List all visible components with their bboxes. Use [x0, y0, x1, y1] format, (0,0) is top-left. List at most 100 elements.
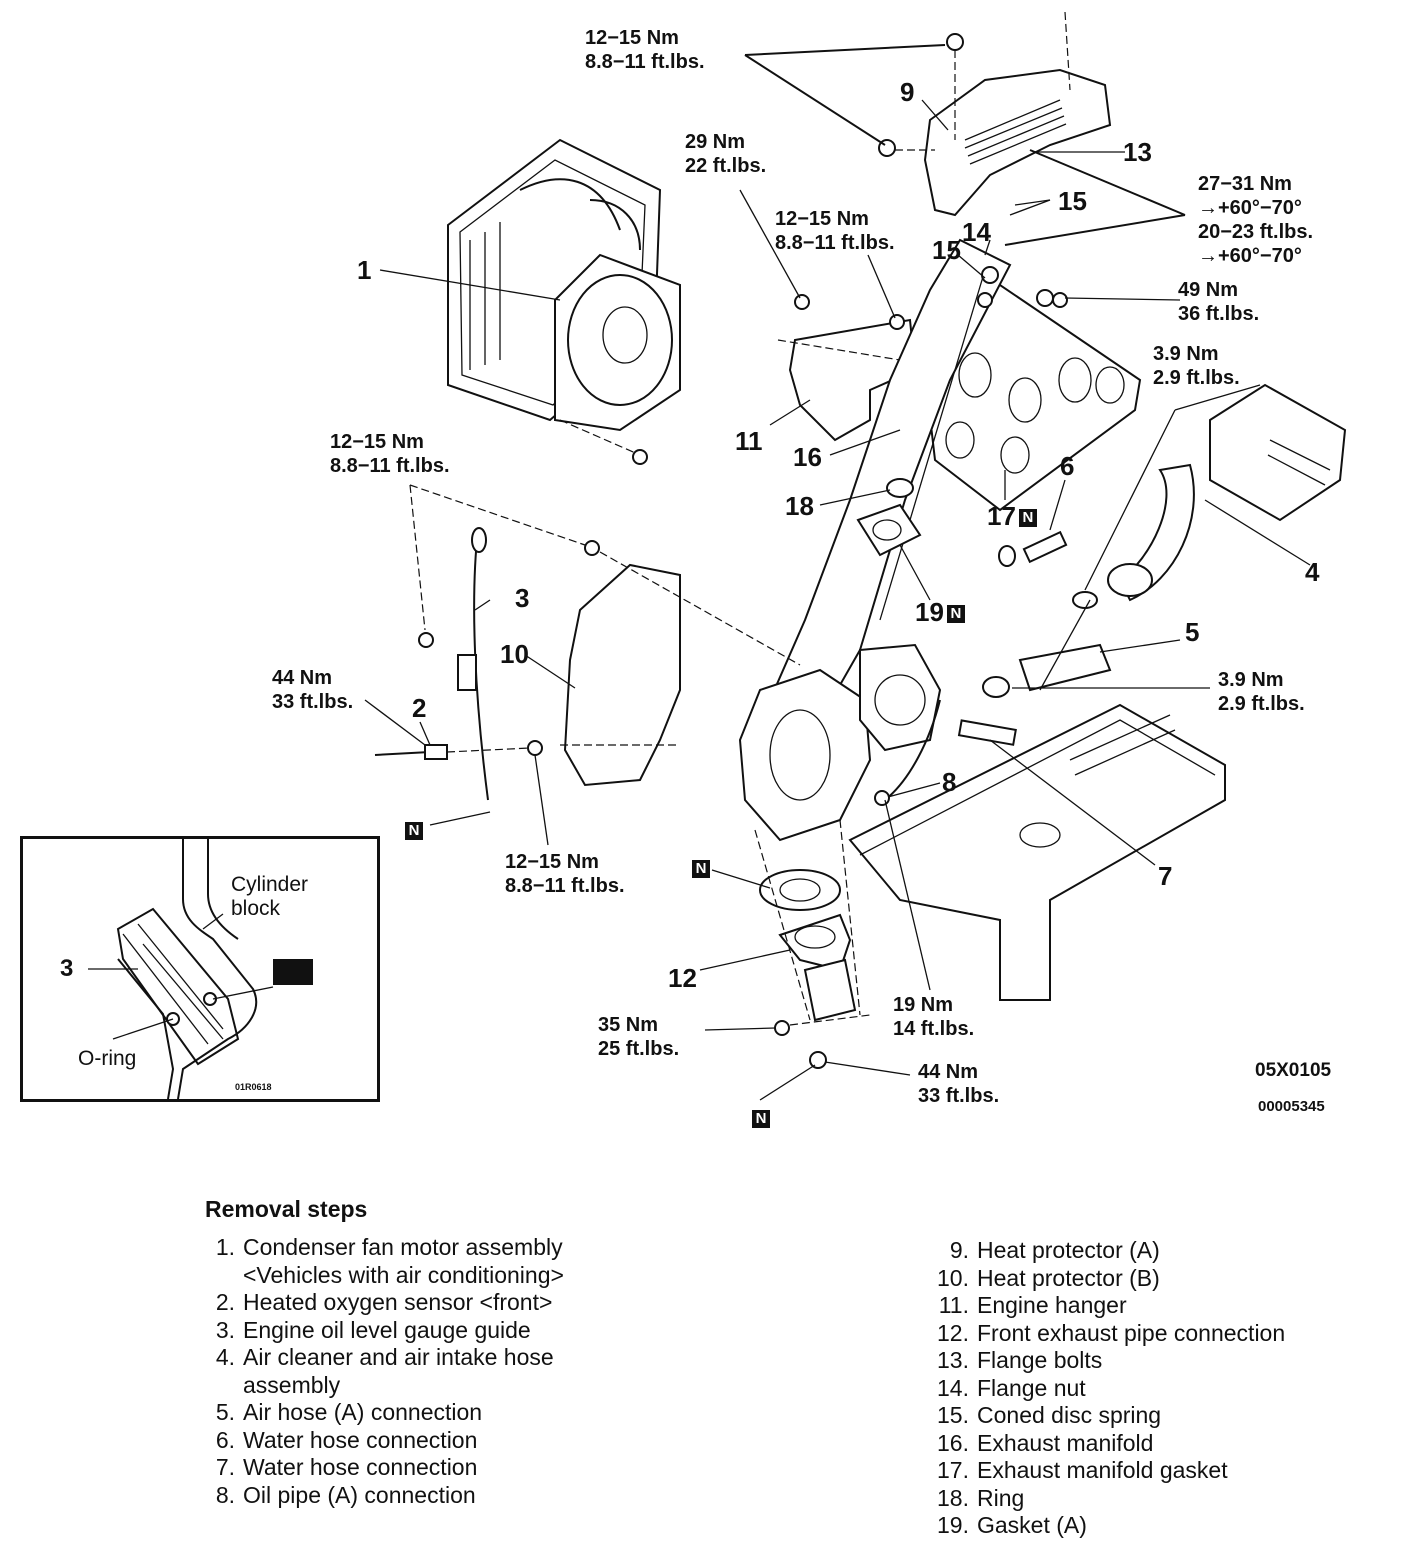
diagram-drawing — [364, 11, 1347, 1101]
step-text: Heat protector (A) — [977, 1237, 1160, 1263]
step-text: Coned disc spring — [977, 1402, 1162, 1428]
figure-code: 05X0105 — [1255, 1060, 1332, 1081]
new-part-badge: N — [405, 822, 423, 840]
removal-step-item: 15.Coned disc spring — [915, 1402, 1285, 1430]
step-number: 14. — [937, 1374, 969, 1401]
removal-step-item: 10. Heat protector (B) — [915, 1265, 1285, 1293]
torque-t2-nm: 29 Nm — [685, 131, 746, 153]
removal-step-item: 18.Ring — [915, 1485, 1285, 1513]
callout-6: 6 — [1060, 451, 1075, 481]
front-exhaust-pipe — [754, 819, 871, 1069]
removal-step-item: 11. Engine hanger — [915, 1292, 1285, 1320]
torque-t3-ft: 8.8−11 ft.lbs. — [775, 232, 895, 254]
removal-step-item: 3. Engine oil level gauge guide — [205, 1317, 564, 1345]
exhaust-manifold — [738, 238, 1068, 842]
callout-3: 3 — [515, 583, 530, 613]
torque-t4-a: 27−31 Nm — [1198, 173, 1292, 195]
removal-step-item: 19.Gasket (A) — [915, 1512, 1285, 1540]
step-text: Water hose connection — [243, 1426, 478, 1453]
step-number: 16. — [937, 1429, 969, 1456]
step-number: 9. — [949, 1237, 969, 1263]
step-number: 3. — [215, 1316, 235, 1343]
cylinder-head — [848, 703, 1226, 1001]
removal-step-item: 7.Water hose connection — [205, 1454, 564, 1482]
condenser-fan-assembly — [447, 138, 681, 465]
step-text: Air hose (A) connection — [243, 1399, 483, 1425]
torque-t5-ft: 36 ft.lbs. — [1178, 303, 1260, 325]
heat-protector-a — [878, 11, 1112, 217]
step-text: Front exhaust pipe connection — [977, 1319, 1286, 1346]
torque-t6-ft: 2.9 ft.lbs. — [1153, 367, 1240, 389]
torque-t8-ft: 33 ft.lbs. — [272, 691, 354, 713]
torque-t4-b: →+60°−70° — [1198, 197, 1302, 219]
hoses — [957, 530, 1112, 746]
step-text: Flange bolts — [977, 1347, 1103, 1373]
step-text: Engine oil level gauge guide — [243, 1316, 531, 1343]
removal-step-item: 14. Flange nut — [915, 1375, 1285, 1403]
step-text: Flange nut — [977, 1374, 1086, 1401]
step-text: Exhaust manifold — [977, 1429, 1154, 1456]
callout-16: 16 — [793, 442, 822, 472]
heat-protector-b — [560, 540, 801, 787]
callout-10: 10 — [500, 639, 529, 669]
step-text: Condenser fan motor assembly — [243, 1234, 563, 1260]
leader-lines — [364, 44, 1311, 1101]
step-text: Heat protector (B) — [977, 1264, 1160, 1291]
air-cleaner-hose — [1072, 383, 1347, 609]
new-part-badge: N — [946, 605, 965, 624]
inset-o-ring-label: O-ring — [78, 1047, 137, 1070]
removal-step-item: 16. Exhaust manifold — [915, 1430, 1285, 1458]
step-text: Air cleaner and air intake hose — [243, 1344, 554, 1370]
callout-14: 14 — [962, 217, 991, 247]
step-number: 6. — [215, 1426, 235, 1453]
inset-part-number: 3 — [60, 955, 74, 982]
removal-step-item: 5. Air hose (A) connection — [205, 1399, 564, 1427]
torque-t12-nm: 19 Nm — [893, 994, 954, 1016]
step-text: Ring — [977, 1484, 1025, 1511]
callout-15b: 15 — [932, 235, 961, 265]
callout-8: 8 — [942, 767, 957, 797]
step-text: Water hose connection — [243, 1454, 478, 1480]
step-number: 4. — [215, 1344, 235, 1370]
callout-9: 9 — [900, 77, 915, 107]
step-text: Engine hanger — [977, 1292, 1127, 1318]
step-number: 19. — [937, 1512, 969, 1538]
removal-step-item: 12.Front exhaust pipe connection — [915, 1320, 1285, 1348]
callout-7: 7 — [1158, 861, 1173, 891]
exploded-view-diagram: 12−15 Nm 8.8−11 ft.lbs. 29 Nm 22 ft.lbs.… — [20, 11, 1347, 1128]
callout-12: 12 — [668, 963, 697, 993]
torque-t4-c: 20−23 ft.lbs. — [1198, 221, 1314, 243]
torque-t8-nm: 44 Nm — [272, 667, 333, 689]
removal-step-item: 1.Condenser fan motor assembly — [205, 1234, 564, 1262]
torque-t11-ft: 25 ft.lbs. — [598, 1038, 680, 1060]
step-number: 17. — [937, 1457, 969, 1483]
removal-step-item: assembly — [205, 1372, 564, 1400]
new-part-badge: N — [1018, 509, 1037, 528]
torque-t13-nm: 44 Nm — [918, 1061, 979, 1083]
torque-t10-ft: 8.8−11 ft.lbs. — [505, 875, 625, 897]
callout-5: 5 — [1185, 617, 1200, 647]
removal-step-item: <Vehicles with air conditioning> — [205, 1262, 564, 1290]
torque-t2-ft: 22 ft.lbs. — [685, 155, 767, 177]
callout-19-num: 19 — [915, 597, 944, 627]
removal-step-item: 2.Heated oxygen sensor <front> — [205, 1289, 564, 1317]
step-number: 11. — [938, 1292, 969, 1318]
callout-2: 2 — [412, 693, 427, 723]
torque-t13-ft: 33 ft.lbs. — [918, 1085, 1000, 1107]
inset-drawing — [88, 839, 313, 1099]
torque-t4-d: →+60°−70° — [1198, 245, 1302, 267]
torque-t9-ft: 2.9 ft.lbs. — [1218, 693, 1305, 715]
removal-steps-left: 1.Condenser fan motor assembly<Vehicles … — [205, 1234, 564, 1509]
step-number: 13. — [937, 1347, 969, 1373]
oil-gauge-guide — [374, 484, 586, 801]
removal-steps-title: Removal steps — [205, 1196, 368, 1222]
torque-t9-nm: 3.9 Nm — [1218, 669, 1284, 691]
engine-hanger — [777, 294, 917, 442]
step-number: 8. — [215, 1481, 235, 1508]
removal-step-item: 13. Flange bolts — [915, 1347, 1285, 1375]
step-number: 10. — [937, 1264, 969, 1291]
callout-17-num: 17 — [987, 501, 1016, 531]
step-number: 5. — [215, 1399, 235, 1425]
removal-step-item: 6. Water hose connection — [205, 1427, 564, 1455]
inset-detail: 3 Cylinder block O-ring 01R0618 — [20, 836, 380, 1102]
